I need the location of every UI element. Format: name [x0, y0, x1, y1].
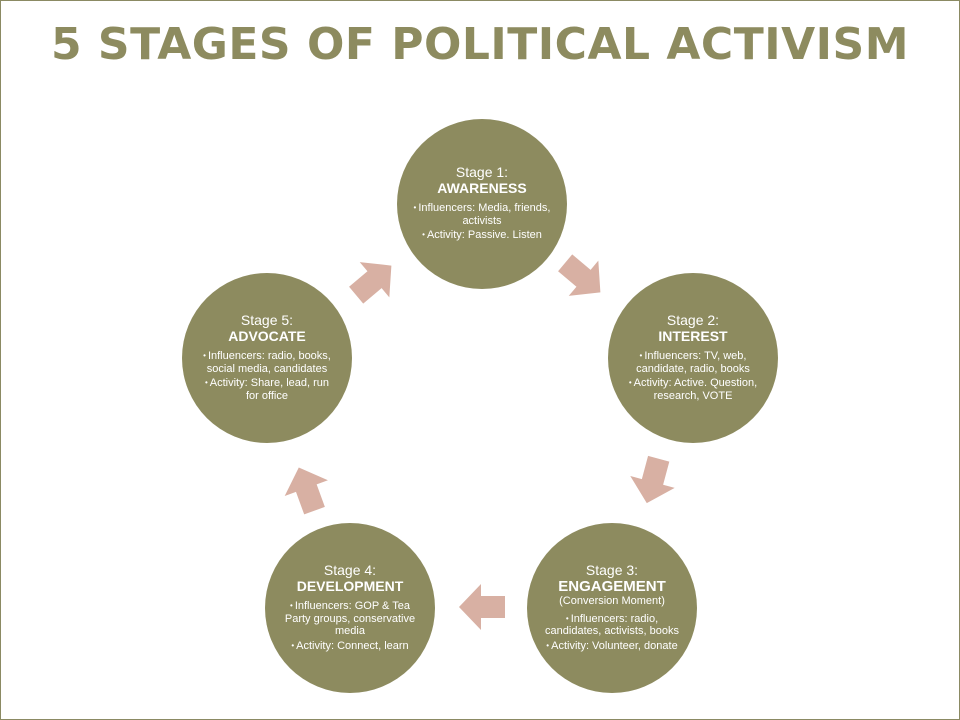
stage-name: ADVOCATE — [228, 328, 306, 344]
influencers-item: Influencers: TV, web, candidate, radio, … — [624, 350, 762, 375]
stage-details: Influencers: TV, web, candidate, radio, … — [624, 350, 762, 404]
stage-note: (Conversion Moment) — [559, 594, 665, 607]
arrow-stage4-to-stage5 — [284, 467, 328, 515]
arrow-stage1-to-stage2 — [558, 254, 601, 296]
stage-label: Stage 4: — [323, 562, 377, 578]
activity-item: Activity: Active. Question, research, VO… — [624, 377, 762, 402]
stage-5-circle: Stage 5: ADVOCATE Influencers: radio, bo… — [182, 273, 352, 443]
influencers-item: Influencers: Media, friends, activists — [413, 202, 551, 227]
stage-2-circle: Stage 2: INTEREST Influencers: TV, web, … — [608, 273, 778, 443]
influencers-item: Influencers: GOP & Tea Party groups, con… — [281, 600, 419, 638]
arrow-stage5-to-stage1 — [349, 262, 392, 304]
activity-item: Activity: Connect, learn — [281, 640, 419, 653]
stage-name: AWARENESS — [437, 180, 527, 197]
stage-details: Influencers: radio, books, social media,… — [198, 350, 336, 404]
stage-details: Influencers: Media, friends, activists A… — [413, 202, 551, 244]
stage-name: DEVELOPMENT — [296, 578, 404, 594]
activity-item: Activity: Share, lead, run for office — [198, 377, 336, 402]
stage-details: Influencers: radio, candidates, activist… — [543, 613, 681, 655]
stage-details: Influencers: GOP & Tea Party groups, con… — [281, 600, 419, 654]
influencers-item: Influencers: radio, candidates, activist… — [543, 613, 681, 638]
stage-name: INTEREST — [658, 328, 728, 344]
page-title: 5 STAGES OF POLITICAL ACTIVISM — [50, 19, 909, 70]
activity-item: Activity: Volunteer, donate — [543, 640, 681, 653]
stage-label: Stage 5: — [240, 312, 294, 328]
arrow-stage3-to-stage4 — [459, 584, 505, 630]
stage-1-circle: Stage 1: AWARENESS Influencers: Media, f… — [397, 119, 567, 289]
stage-label: Stage 2: — [666, 312, 720, 328]
influencers-item: Influencers: radio, books, social media,… — [198, 350, 336, 375]
stage-label: Stage 3: — [585, 561, 639, 578]
activity-item: Activity: Passive. Listen — [413, 229, 551, 242]
arrow-stage2-to-stage3 — [630, 455, 675, 504]
stage-4-circle: Stage 4: DEVELOPMENT Influencers: GOP & … — [265, 523, 435, 693]
stage-label: Stage 1: — [455, 164, 509, 181]
stage-name: ENGAGEMENT — [558, 577, 666, 595]
stage-3-circle: Stage 3: ENGAGEMENT (Conversion Moment) … — [527, 523, 697, 693]
